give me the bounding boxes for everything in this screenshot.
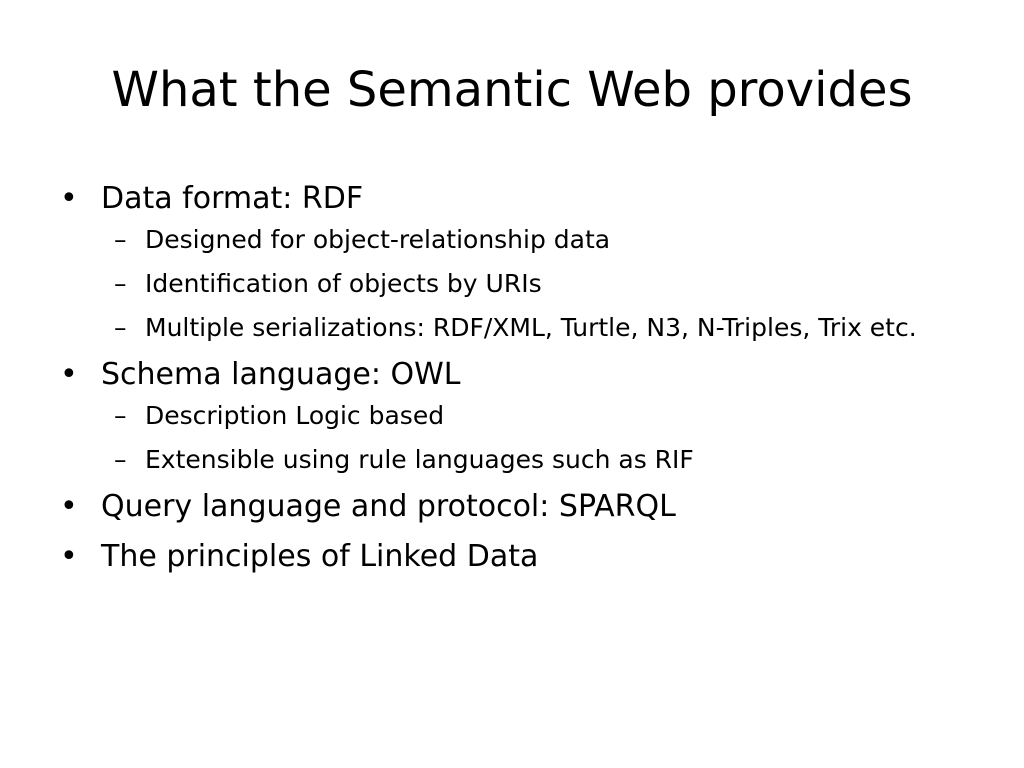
dash-icon: –: [114, 269, 127, 298]
bullet-text: The principles of Linked Data: [101, 539, 539, 574]
sub-bullet-list: – Description Logic based – Extensible u…: [101, 400, 970, 476]
bullet-icon: •: [60, 489, 78, 524]
sub-bullet-item: – Extensible using rule languages such a…: [101, 444, 970, 476]
bullet-item: • The principles of Linked Data: [60, 538, 970, 576]
dash-icon: –: [114, 313, 127, 342]
sub-bullet-text: Description Logic based: [145, 401, 445, 430]
bullet-text: Query language and protocol: SPARQL: [101, 489, 676, 524]
bullet-text: Data format: RDF: [101, 181, 364, 216]
bullet-list: • Data format: RDF – Designed for object…: [60, 180, 970, 588]
sub-bullet-text: Designed for object-relationship data: [145, 225, 611, 254]
bullet-text: Schema language: OWL: [101, 357, 461, 392]
bullet-item: • Query language and protocol: SPARQL: [60, 488, 970, 526]
sub-bullet-text: Identification of objects by URIs: [145, 269, 542, 298]
sub-bullet-text: Extensible using rule languages such as …: [145, 445, 694, 474]
sub-bullet-item: – Identification of objects by URIs: [101, 268, 970, 300]
bullet-icon: •: [60, 539, 78, 574]
sub-bullet-item: – Designed for object-relationship data: [101, 224, 970, 256]
dash-icon: –: [114, 445, 127, 474]
bullet-item: • Data format: RDF – Designed for object…: [60, 180, 970, 344]
sub-bullet-list: – Designed for object-relationship data …: [101, 224, 970, 344]
sub-bullet-item: – Description Logic based: [101, 400, 970, 432]
bullet-icon: •: [60, 357, 78, 392]
bullet-item: • Schema language: OWL – Description Log…: [60, 356, 970, 476]
slide-title: What the Semantic Web provides: [111, 62, 913, 118]
dash-icon: –: [114, 225, 127, 254]
dash-icon: –: [114, 401, 127, 430]
bullet-icon: •: [60, 181, 78, 216]
sub-bullet-text: Multiple serializations: RDF/XML, Turtle…: [145, 313, 917, 342]
sub-bullet-item: – Multiple serializations: RDF/XML, Turt…: [101, 312, 970, 344]
